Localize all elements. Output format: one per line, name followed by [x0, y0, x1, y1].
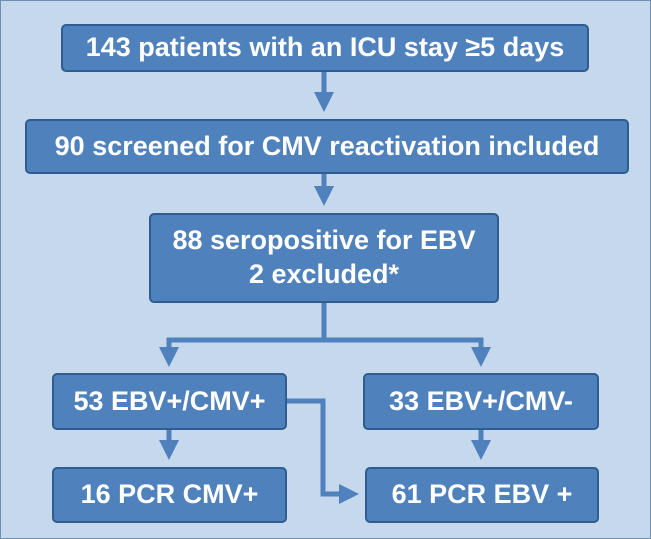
screened-box: 90 screened for CMV reactivation include…: [25, 119, 629, 174]
patients-box: 143 patients with an ICU stay ≥5 days: [61, 24, 589, 72]
seropositive-box: 88 seropositive for EBV 2 excluded*: [149, 213, 499, 303]
arrow-split-left: [159, 302, 327, 367]
screened-label: 90 screened for CMV reactivation include…: [54, 130, 600, 161]
arrow-split-right: [324, 337, 491, 367]
patients-label: 143 patients with an ICU stay ≥5 days: [85, 32, 565, 63]
pcr-ebv-box: 61 PCR EBV +: [365, 467, 599, 523]
arrow-ebvcmvpos-to-pcrebv: [285, 398, 359, 504]
ebv-cmv-pos-label: 53 EBV+/CMV+: [73, 385, 266, 416]
pcr-cmv-label: 16 PCR CMV+: [80, 479, 259, 510]
pcr-ebv-label: 61 PCR EBV +: [391, 479, 573, 510]
seropositive-label-line1: 88 seropositive for EBV: [172, 225, 476, 256]
ebv-cmv-neg-box: 33 EBV+/CMV-: [363, 373, 599, 430]
ebv-cmv-pos-box: 53 EBV+/CMV+: [52, 373, 287, 430]
ebv-cmv-neg-label: 33 EBV+/CMV-: [389, 385, 573, 416]
pcr-cmv-box: 16 PCR CMV+: [52, 467, 287, 523]
seropositive-label-line2: 2 excluded*: [248, 259, 400, 289]
